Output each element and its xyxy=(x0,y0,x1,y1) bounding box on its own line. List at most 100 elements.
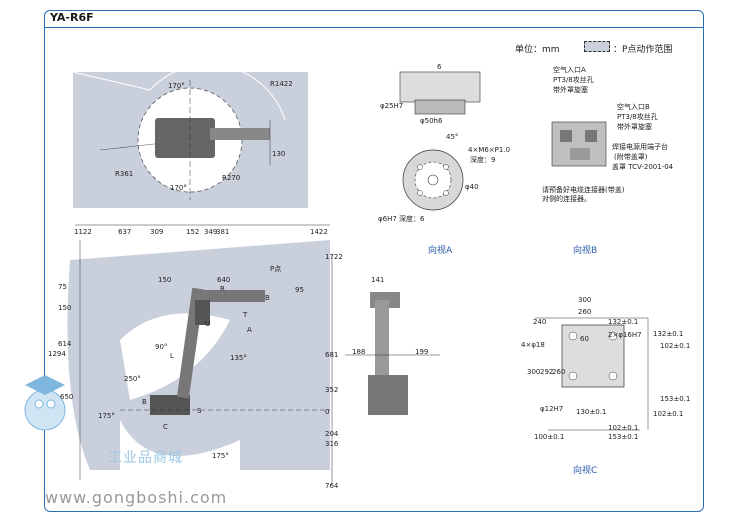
watermark-site: www.gongboshi.com xyxy=(45,488,228,507)
angle-label: 175° xyxy=(98,412,115,420)
arm-dim: 150 xyxy=(158,276,172,284)
axis-b2-label: B xyxy=(142,398,147,406)
side-left-dim: 75 xyxy=(58,283,67,291)
unit-label: 单位：mm xyxy=(515,45,560,55)
cover-model: 盖罩 TCV-2001-04 xyxy=(612,163,674,171)
side-right-dim: 681 xyxy=(325,351,339,359)
side-left-dim: 1294 xyxy=(48,350,66,358)
watermark-company: 工业品商城 xyxy=(108,450,183,466)
side-right-dim: 352 xyxy=(325,386,339,394)
side-right-dim: 316 xyxy=(325,440,339,448)
arm-dim: 95 xyxy=(295,286,304,294)
view-c-dim: 260 xyxy=(578,308,592,316)
view-a-pin: φ6H7 深度：6 xyxy=(378,215,425,223)
air-inlet-b-thread: PT3/8攻丝孔 xyxy=(617,113,658,121)
mid-view xyxy=(345,292,440,415)
range-legend-label: ：P点动作范围 xyxy=(613,45,673,55)
mascot-logo xyxy=(24,375,66,431)
angle-label: 250° xyxy=(124,375,141,383)
view-a-hole1: φ25H7 xyxy=(380,102,404,110)
side-top-dim: 349 xyxy=(204,228,218,236)
side-top-dim: 637 xyxy=(118,228,132,236)
air-inlet-b: 空气入口B xyxy=(617,103,650,111)
side-view xyxy=(67,224,333,485)
top-r-outer: R1422 xyxy=(270,80,293,88)
view-b-caption: 向视B xyxy=(573,246,598,256)
title-bar xyxy=(44,10,704,28)
view-c-dim: 60 xyxy=(580,335,589,343)
view-c-bottom-dim: 102±0.1 xyxy=(608,424,639,432)
connector-note-2: 对侧的连接器。 xyxy=(542,195,591,203)
range-legend-swatch xyxy=(584,41,610,52)
side-top-dim: 1122 xyxy=(74,228,92,236)
top-view xyxy=(72,63,308,208)
weld-terminal-note: (附带盖罩) xyxy=(614,153,648,161)
top-r-inner: R361 xyxy=(115,170,134,178)
top-angle-top: 170° xyxy=(168,82,185,90)
view-c-dim: 240 xyxy=(533,318,547,326)
view-c-caption: 向视C xyxy=(573,466,598,476)
view-c-hole-b: 2×φ16H7 xyxy=(608,331,642,339)
axis-u-label: U xyxy=(205,320,211,328)
air-inlet-b-plug: 带外罩旋塞 xyxy=(617,123,652,131)
view-a-dim6: 6 xyxy=(437,63,442,71)
view-c xyxy=(535,317,649,431)
axis-t-label: T xyxy=(243,311,248,319)
view-c-bottom-dim: 153±0.1 xyxy=(608,433,639,441)
mid-dim: 199 xyxy=(415,348,429,356)
view-a-thread-depth: 深度：9 xyxy=(470,156,496,164)
view-a xyxy=(399,71,481,211)
view-c-right-dim: 102±0.1 xyxy=(660,342,691,350)
axis-a-label: A xyxy=(247,326,252,334)
view-c-hole-a: 4×φ18 xyxy=(521,341,545,349)
axis-c-label: C xyxy=(163,423,168,431)
side-left-dim: 150 xyxy=(58,304,72,312)
view-a-hole2: φ50h6 xyxy=(420,117,443,125)
view-c-left-dim: 292 xyxy=(540,368,554,376)
side-right-dim: 1722 xyxy=(325,253,343,261)
side-top-dim: 381 xyxy=(216,228,230,236)
p-point-label: P点 xyxy=(270,265,282,273)
angle-label: 175° xyxy=(212,452,229,460)
axis-r-label: R xyxy=(220,285,225,293)
view-b xyxy=(551,121,607,167)
mid-dim: 188 xyxy=(352,348,366,356)
view-a-pcd: φ40 xyxy=(465,183,479,191)
air-inlet-a-plug: 带外罩旋塞 xyxy=(553,86,588,94)
connector-note: 请预备好电缆连接器(带盖) xyxy=(542,186,625,194)
side-right-dim: 204 xyxy=(325,430,339,438)
weld-terminal: 焊接电源用端子台 xyxy=(612,143,668,151)
view-a-caption: 向视A xyxy=(428,246,453,256)
view-c-right-dim: 153±0.1 xyxy=(660,395,691,403)
view-c-dim: 300 xyxy=(578,296,592,304)
side-right-dim: 0 xyxy=(325,408,330,416)
view-c-left-dim: 300 xyxy=(527,368,541,376)
side-top-dim: 309 xyxy=(150,228,164,236)
side-left-dim: 650 xyxy=(60,393,74,401)
air-inlet-a-thread: PT3/8攻丝孔 xyxy=(553,76,594,84)
model-title: YA-R6F xyxy=(50,11,94,24)
axis-l-label: L xyxy=(170,352,174,360)
view-c-bottom-dim: 100±0.1 xyxy=(534,433,565,441)
side-top-dim: 152 xyxy=(186,228,200,236)
side-top-dim: 1422 xyxy=(310,228,328,236)
air-inlet-a: 空气入口A xyxy=(553,66,586,74)
side-left-dim: 614 xyxy=(58,340,72,348)
mid-dim: 141 xyxy=(371,276,385,284)
arm-dim: 640 xyxy=(217,276,231,284)
angle-label: 90° xyxy=(155,343,168,351)
view-c-bottom-dim: 130±0.1 xyxy=(576,408,607,416)
view-a-angle: 45° xyxy=(446,133,459,141)
view-c-pin: φ12H7 xyxy=(540,405,564,413)
top-dim-130: 130 xyxy=(272,150,286,158)
view-c-right-dim: 102±0.1 xyxy=(653,410,684,418)
angle-label: 135° xyxy=(230,354,247,362)
axis-b-label: B xyxy=(265,294,270,302)
top-angle-bottom: 170° xyxy=(170,184,187,192)
view-c-dim: 132±0.1 xyxy=(608,318,639,326)
side-right-dim: 764 xyxy=(325,482,339,490)
axis-s-label: S xyxy=(197,407,202,415)
view-c-left-dim: 260 xyxy=(552,368,566,376)
